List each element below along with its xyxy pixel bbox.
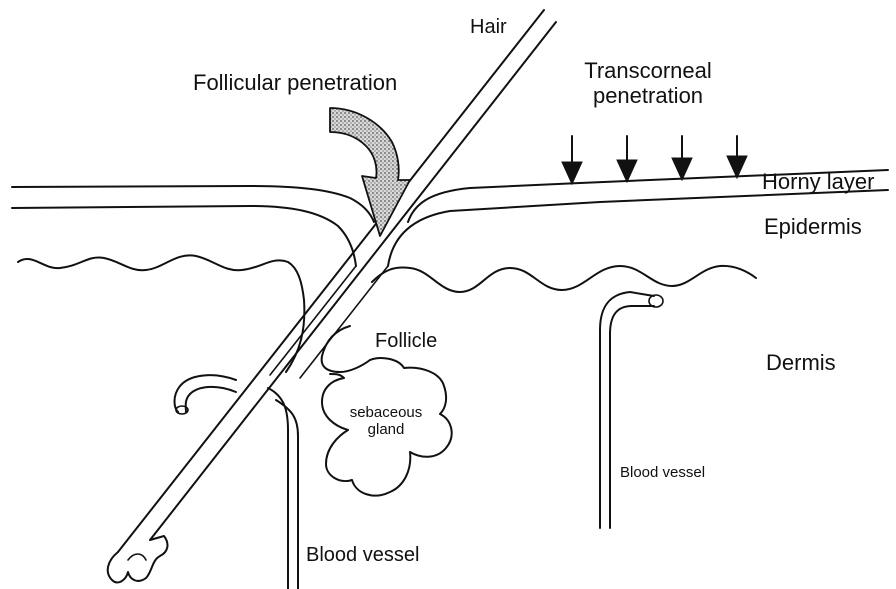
hair-label: Hair [470,16,507,39]
blood-vessel-right-end [649,295,663,307]
follicular-penetration-label: Follicular penetration [193,70,397,95]
hair-shaft-right [150,22,556,540]
blood-vessel-bottom [268,388,298,589]
epidermis-label: Epidermis [764,214,862,239]
follicle-sheath-inner-left [270,266,356,375]
hair-bulb-papilla [128,554,146,560]
transcorneal-label-line1: Transcorneal [558,58,738,83]
sebaceous-label-line1: sebaceous [336,404,436,421]
transcorneal-label-line2: penetration [558,83,738,108]
sebaceous-gland-label: sebaceous gland [336,404,436,439]
dermis-label: Dermis [766,350,836,375]
sebaceous-label-line2: gland [336,421,436,438]
blood-vessel-bottom-label: Blood vessel [306,544,419,567]
blood-vessel-right [600,292,654,528]
follicular-penetration-arrow [330,108,410,236]
dermal-junction-right [372,266,756,292]
horny-layer-bottom-left [12,206,356,266]
dermal-junction-left [18,255,304,372]
hair-bulb [108,536,168,582]
blood-vessel-right-label: Blood vessel [620,464,705,481]
follicle-sheath-inner-right [300,266,388,378]
follicle-label: Follicle [375,330,437,353]
transcorneal-penetration-label: Transcorneal penetration [558,58,738,109]
follicle-wall-right [322,326,370,372]
horny-layer-label: Horny layer [762,169,874,194]
